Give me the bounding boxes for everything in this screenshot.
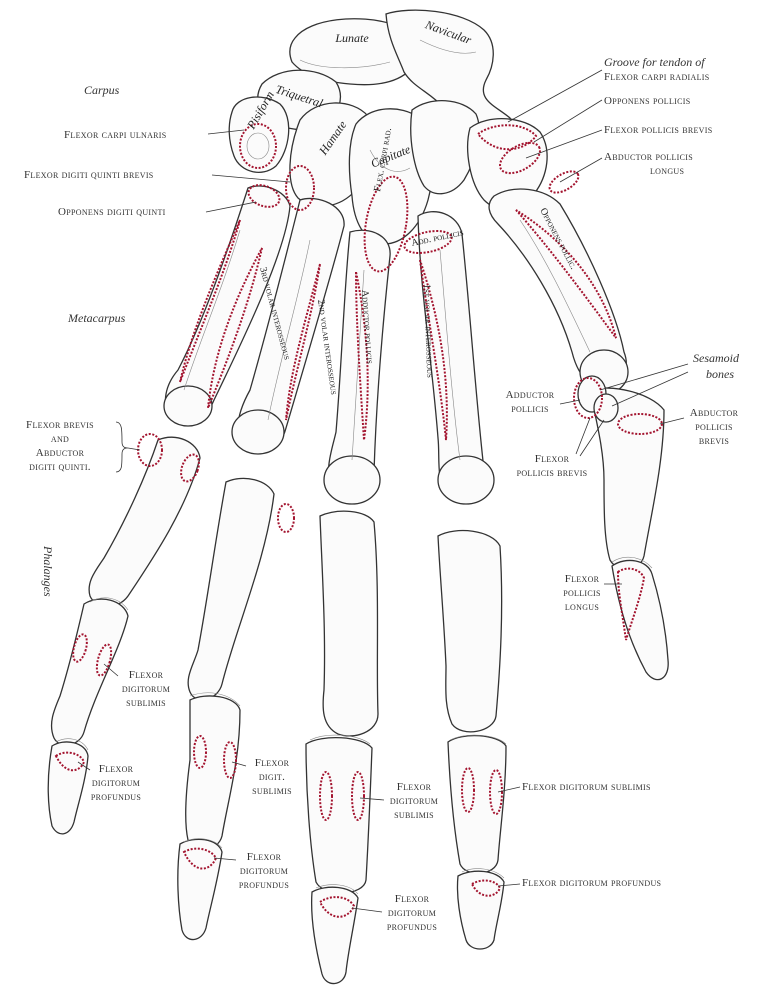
svg-text:Groove for tendon of: Groove for tendon of: [604, 55, 706, 69]
pisiform-bone: [228, 96, 290, 173]
lunate-bone: [289, 18, 414, 86]
svg-text:pollicis: pollicis: [563, 587, 601, 599]
svg-text:Flexor brevis: Flexor brevis: [26, 419, 94, 431]
svg-text:digit.: digit.: [259, 771, 285, 783]
svg-text:longus: longus: [565, 601, 599, 613]
svg-text:Flexor: Flexor: [255, 757, 290, 769]
metacarpus-label: Metacarpus: [67, 311, 126, 325]
svg-text:bones: bones: [706, 367, 734, 381]
svg-text:pollicis: pollicis: [511, 403, 549, 415]
svg-text:brevis: brevis: [699, 435, 729, 447]
flexor-digiti-quinti-brevis-label: Flexor digiti quinti brevis: [24, 169, 154, 181]
svg-text:Flexor: Flexor: [129, 669, 164, 681]
ring-middle-phalanx: [185, 695, 241, 850]
index-finger-sublimis-label: Flexor digitorum sublimis: [522, 781, 651, 793]
svg-text:Abductor: Abductor: [36, 447, 85, 459]
sesamoid-bones-label: Sesamoid bones: [693, 351, 740, 381]
svg-text:digitorum: digitorum: [92, 777, 140, 789]
little-finger-profundus-label: Flexor digitorum profundus: [91, 763, 141, 803]
ring-finger-profundus-label: Flexor digitorum profundus: [239, 851, 289, 891]
opponens-pollicis-label: Opponens pollicis: [604, 95, 690, 107]
little-middle-phalanx: [50, 598, 129, 746]
svg-text:Flexor: Flexor: [247, 851, 282, 863]
svg-text:Sesamoid: Sesamoid: [693, 351, 740, 365]
carpus-label: Carpus: [84, 83, 120, 97]
flexor-pollicis-brevis-mid-label: Flexor pollicis brevis: [517, 453, 588, 479]
phalanges-label: Phalanges: [41, 545, 55, 597]
little-distal-phalanx: [47, 741, 89, 835]
index-middle-phalanx: [447, 734, 507, 874]
middle-proximal-phalanx: [319, 510, 379, 737]
svg-text:Flexor: Flexor: [397, 781, 432, 793]
little-finger-sublimis-label: Flexor digitorum sublimis: [122, 669, 170, 709]
first-volar-interosseous-label: 1st volar interosseous: [421, 284, 435, 378]
middle-distal-phalanx: [310, 886, 359, 985]
flexor-brevis-abductor-label: Flexor brevis and Abductor digiti quinti…: [26, 419, 94, 473]
svg-text:sublimis: sublimis: [252, 785, 292, 797]
metacarpal-bones: [163, 185, 629, 505]
svg-text:and: and: [51, 433, 69, 445]
svg-text:digitorum: digitorum: [390, 795, 438, 807]
svg-text:sublimis: sublimis: [126, 697, 166, 709]
adductor-pollicis-label: Adductor pollicis: [506, 389, 555, 415]
svg-text:Flexor: Flexor: [565, 573, 600, 585]
svg-text:Flexor carpi radialis: Flexor carpi radialis: [604, 71, 709, 83]
svg-text:profundus: profundus: [387, 921, 437, 933]
svg-text:Abductor: Abductor: [690, 407, 739, 419]
svg-text:digitorum: digitorum: [388, 907, 436, 919]
ring-proximal-phalanx: [187, 477, 275, 701]
svg-text:profundus: profundus: [239, 879, 289, 891]
opponens-digiti-quinti-label: Opponens digiti quinti: [58, 206, 166, 218]
svg-text:Flexor: Flexor: [535, 453, 570, 465]
middle-finger-sublimis-label: Flexor digitorum sublimis: [390, 781, 438, 821]
flexor-pollicis-brevis-top-label: Flexor pollicis brevis: [604, 124, 712, 136]
thumb-distal-phalanx: [611, 559, 669, 681]
flexor-carpi-ulnaris-label: Flexor carpi ulnaris: [64, 129, 167, 141]
muscle-attachments: [54, 124, 663, 918]
trapezoid-bone: [410, 99, 480, 195]
index-distal-phalanx: [456, 870, 505, 950]
svg-text:profundus: profundus: [91, 791, 141, 803]
groove-flexor-carpi-radialis-label: Groove for tendon of Flexor carpi radial…: [604, 55, 709, 83]
middle-middle-phalanx: [305, 736, 373, 894]
index-proximal-phalanx: [437, 529, 503, 733]
svg-text:digitorum: digitorum: [122, 683, 170, 695]
svg-text:Abductor pollicis: Abductor pollicis: [604, 151, 693, 163]
svg-text:pollicis: pollicis: [695, 421, 733, 433]
svg-text:Flexor: Flexor: [395, 893, 430, 905]
lunate-label: Lunate: [334, 31, 369, 45]
adductor-pollicis-vertical-label: Adductor pollicis: [359, 289, 375, 364]
svg-text:Flexor: Flexor: [99, 763, 134, 775]
svg-text:digiti quinti.: digiti quinti.: [29, 461, 91, 473]
abductor-pollicis-brevis-label: Abductor pollicis brevis: [690, 407, 739, 447]
middle-finger-profundus-label: Flexor digitorum profundus: [387, 893, 437, 933]
index-finger-profundus-label: Flexor digitorum profundus: [522, 877, 661, 889]
svg-text:sublimis: sublimis: [394, 809, 434, 821]
svg-text:Adductor: Adductor: [506, 389, 555, 401]
abductor-pollicis-longus-label: Abductor pollicis longus: [604, 151, 693, 177]
second-volar-interosseous-label: 2nd volar interosseous: [315, 299, 339, 396]
svg-text:longus: longus: [650, 165, 684, 177]
svg-text:digitorum: digitorum: [240, 865, 288, 877]
svg-text:pollicis brevis: pollicis brevis: [517, 467, 588, 479]
flexor-pollicis-longus-label: Flexor pollicis longus: [563, 573, 601, 613]
ring-finger-sublimis-label: Flexor digit. sublimis: [252, 757, 292, 797]
